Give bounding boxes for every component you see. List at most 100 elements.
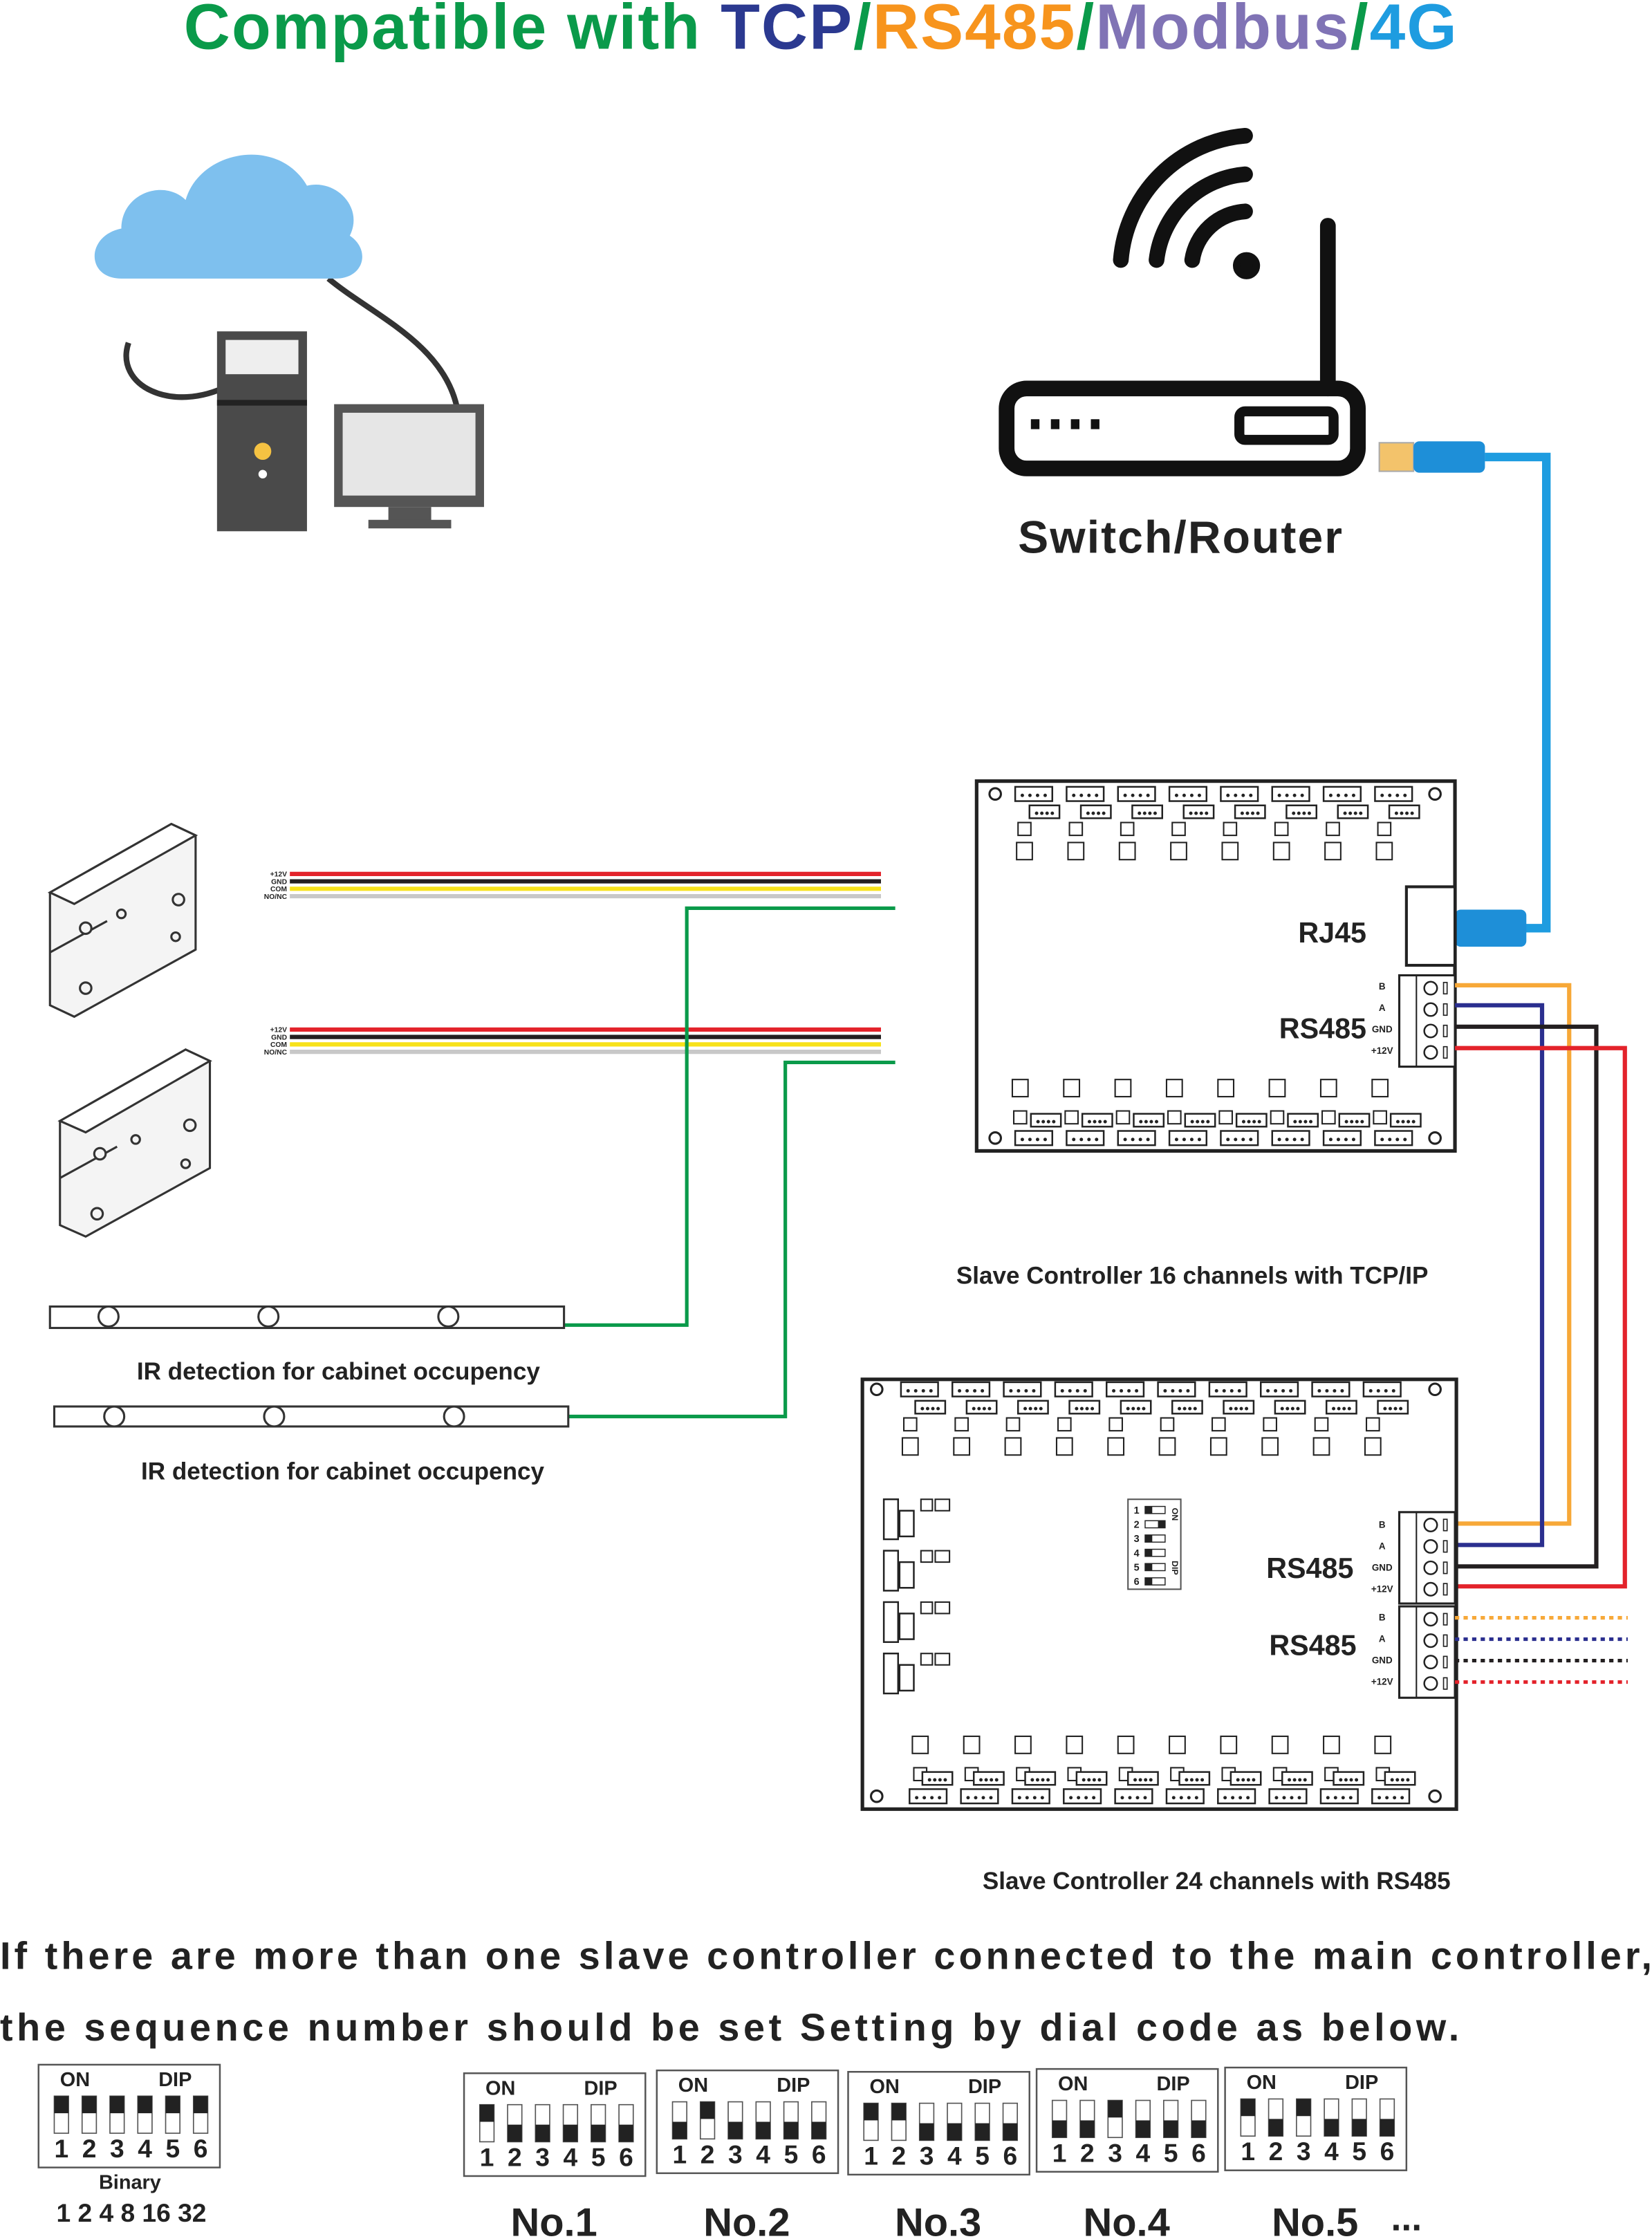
dip-switch-lever[interactable]: [1144, 1563, 1153, 1571]
dip-switch-lever[interactable]: [672, 2121, 687, 2139]
dip-switch-lever[interactable]: [728, 2121, 743, 2139]
connector-pin: [1226, 793, 1230, 797]
connector-pin: [989, 1796, 993, 1800]
dip-switch-lever[interactable]: [193, 2096, 208, 2114]
connector-pin: [1240, 811, 1244, 815]
connector-pin: [1395, 793, 1400, 797]
dip-switch-lever[interactable]: [975, 2123, 990, 2141]
dip-switch-lever[interactable]: [535, 2124, 550, 2142]
connector-pin: [1292, 1778, 1297, 1782]
dip-switch-lever[interactable]: [563, 2124, 578, 2142]
connector-pin: [1343, 811, 1347, 815]
dip-switch-lever[interactable]: [1324, 2119, 1339, 2137]
dip-switch-lever[interactable]: [700, 2101, 715, 2119]
dip-switch-lever[interactable]: [1144, 1534, 1153, 1543]
dip-switch-lever[interactable]: [165, 2096, 180, 2114]
side-connector: [882, 1653, 900, 1695]
connector-header: [1178, 1771, 1211, 1786]
dip-switch-lever[interactable]: [1296, 2099, 1311, 2117]
connector-pin: [1112, 1388, 1116, 1393]
dip-switch-lever[interactable]: [1108, 2100, 1122, 2118]
dip-switch-lever[interactable]: [1080, 2120, 1095, 2138]
connector-pin: [1333, 1388, 1337, 1393]
mount-hole: [869, 1789, 884, 1803]
dip-switch-lever[interactable]: [619, 2124, 633, 2142]
led: [934, 1601, 951, 1615]
dip-switch-lever[interactable]: [1003, 2123, 1018, 2141]
dip-switch-lever[interactable]: [82, 2096, 97, 2114]
dip-number: 2: [1269, 2137, 1283, 2166]
dip-switch-lever[interactable]: [864, 2103, 878, 2121]
connector-header: [1157, 1381, 1196, 1397]
dip-number: 4: [947, 2141, 962, 2170]
dip-switch-lever[interactable]: [811, 2121, 826, 2139]
led: [1366, 1417, 1380, 1432]
terminal-label: +12V: [1371, 1583, 1393, 1594]
connector-pin: [965, 1388, 969, 1393]
dip-switch-lever[interactable]: [756, 2121, 770, 2139]
dip-switch-lever[interactable]: [891, 2103, 907, 2121]
dip-switch-lever[interactable]: [591, 2124, 606, 2142]
dip-switch-lever[interactable]: [54, 2096, 69, 2114]
title-part: TCP: [721, 0, 853, 62]
relay: [953, 1437, 971, 1456]
dip-switch-lever[interactable]: [138, 2096, 152, 2114]
dip-switch-lever[interactable]: [1144, 1506, 1153, 1514]
dip-switch-lever[interactable]: [1163, 2120, 1178, 2138]
dip-switch-lever[interactable]: [919, 2123, 934, 2141]
dip-number: 6: [194, 2134, 208, 2163]
dip-switch-lever[interactable]: [1144, 1549, 1153, 1557]
dip-number: 4: [1134, 1548, 1140, 1559]
dip-dip-label: DIP: [777, 2074, 810, 2097]
connector-pin: [1292, 793, 1297, 797]
dip-switch-lever[interactable]: [1052, 2120, 1067, 2138]
connector-pin: [1290, 1406, 1294, 1411]
dip-number: 1: [1052, 2138, 1067, 2167]
connector-pin: [925, 1406, 929, 1411]
dip-switch-lever[interactable]: [479, 2104, 494, 2122]
dip-switch-lever[interactable]: [1380, 2119, 1395, 2137]
dip-switch-lever[interactable]: [1268, 2119, 1283, 2137]
connector-pin: [1214, 1388, 1218, 1393]
dip-switch-lever[interactable]: [1191, 2120, 1206, 2138]
connector-pin: [1200, 1778, 1205, 1782]
connector-pin: [1348, 1796, 1353, 1800]
connector-pin: [1288, 1778, 1292, 1782]
side-connector: [882, 1498, 900, 1541]
dip-number: 2: [1080, 2138, 1095, 2167]
lock-wire-label: NO/NC: [264, 1049, 288, 1057]
terminal-label: A: [1379, 1634, 1386, 1644]
connector-pin: [1400, 1778, 1404, 1782]
connector-pin: [1226, 1137, 1230, 1142]
title-part: /: [853, 0, 873, 62]
dip-switch-lever[interactable]: [947, 2123, 962, 2141]
dip-switch-lever[interactable]: [1158, 1521, 1165, 1528]
dip-switch-lever[interactable]: [783, 2121, 799, 2139]
connector-header: [1030, 1113, 1062, 1128]
connector-pin: [1292, 1137, 1297, 1142]
terminal-slot: [1442, 1518, 1448, 1532]
dip-switch-lever[interactable]: [1241, 2099, 1255, 2117]
mount-hole: [988, 787, 1002, 801]
terminal-slot: [1442, 1561, 1448, 1574]
terminal-screw: [1423, 981, 1438, 996]
dip-switch-lever[interactable]: [1135, 2120, 1151, 2138]
dip-number: 3: [110, 2134, 124, 2163]
dip-number: 4: [756, 2139, 770, 2168]
dip-switch-lever[interactable]: [1144, 1577, 1153, 1586]
dip-switch-lever[interactable]: [1352, 2119, 1367, 2137]
connector-pin: [1148, 811, 1152, 815]
rj45-label: RJ45: [1298, 917, 1366, 949]
dip-number: 3: [1108, 2138, 1122, 2167]
dip-switch-lever[interactable]: [508, 2124, 522, 2142]
dip-switch-lever[interactable]: [109, 2096, 124, 2114]
connector-pin: [1182, 793, 1186, 797]
connector-pin: [1292, 811, 1296, 815]
